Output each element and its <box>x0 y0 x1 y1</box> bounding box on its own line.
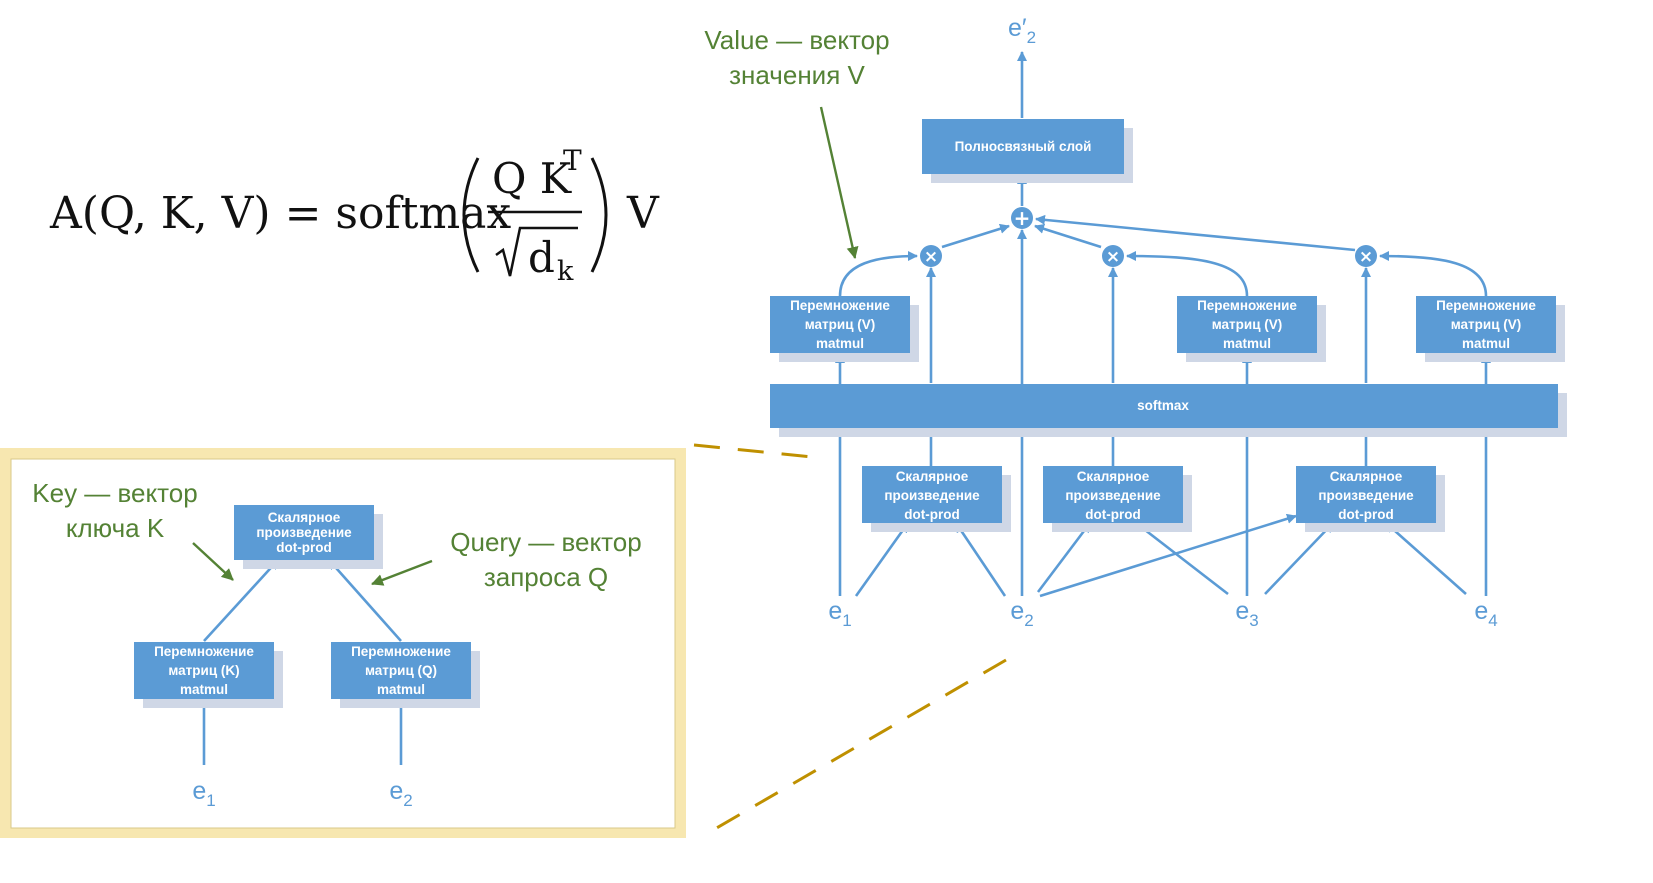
arrow-e1-dot1 <box>854 522 910 597</box>
arrow-e2-dot3 <box>1039 513 1297 598</box>
multiply-symbol-3: × <box>1359 247 1373 267</box>
multiply-symbol-1: × <box>924 247 938 267</box>
inset-query-matmul-line2: матриц (Q) <box>365 663 437 678</box>
inset-arrow-k-dot <box>203 559 279 642</box>
dot-prod-box-1 <box>862 466 1002 523</box>
arrow-e4-dot3 <box>1385 522 1467 595</box>
inset-panel: Скалярное произведение dot-prod Перемнож… <box>0 448 686 838</box>
dot-prod-2-line3: dot-prod <box>1085 507 1140 522</box>
inset-key-matmul-line3: matmul <box>180 682 228 697</box>
value-matmul-2-line3: matmul <box>1223 336 1271 351</box>
dot-prod-box-3 <box>1296 466 1436 523</box>
formula-numerator: Q K <box>492 154 573 203</box>
arrow-value3-mul3 <box>1379 251 1488 297</box>
value-matmul-2-line1: Перемножение <box>1197 298 1297 313</box>
value-matmul-3-line1: Перемножение <box>1436 298 1536 313</box>
inset-key-note-line1: Key — вектор <box>32 478 197 508</box>
multiply-operator-1 <box>920 245 942 267</box>
dot-prod-box-2 <box>1043 466 1183 523</box>
dot-prod-3-line1: Скалярное <box>1330 469 1403 484</box>
output-e2-prime: e′2 <box>1008 14 1036 47</box>
formula-denominator-sub: k <box>557 256 574 287</box>
arrow-mul3-plus <box>1035 214 1356 252</box>
multiply-symbol-2: × <box>1106 247 1120 267</box>
formula-right-paren <box>590 157 608 273</box>
dot-prod-2-line1: Скалярное <box>1077 469 1150 484</box>
inset-query-matmul-box <box>331 642 471 699</box>
inset-arrow-q-dot <box>328 559 402 642</box>
formula-sqrt <box>495 226 578 277</box>
arrow-e2-dot1 <box>954 522 1007 597</box>
formula-left-paren <box>462 157 480 273</box>
input-e2: e2 <box>1010 597 1033 630</box>
arrow-e3-dot3 <box>1264 522 1334 595</box>
main-boxes: Полносвязный слой softmax Перемножение м… <box>770 119 1567 532</box>
operators: + × × × <box>920 206 1377 267</box>
inset-input-e2: e2 <box>389 777 412 810</box>
plus-operator <box>1011 207 1033 229</box>
value-matmul-box-2 <box>1177 296 1317 353</box>
dot-prod-3-line2: произведение <box>1318 488 1414 503</box>
dot-prod-2-line2: произведение <box>1065 488 1161 503</box>
arrow-mul1-plus <box>941 223 1010 249</box>
dot-prod-1-line1: Скалярное <box>896 469 969 484</box>
zoom-dash-upper <box>693 443 823 460</box>
formula-rhs: V <box>626 188 660 239</box>
inset-query-note-line1: Query — вектор <box>450 527 641 557</box>
arrow-mul2-plus <box>1034 223 1102 249</box>
dot-prod-1-line3: dot-prod <box>904 507 959 522</box>
fc-layer-label: Полносвязный слой <box>955 139 1092 154</box>
fc-layer-box <box>922 119 1124 174</box>
value-matmul-1-line3: matmul <box>816 336 864 351</box>
input-e4: e4 <box>1474 597 1497 630</box>
value-matmul-2-line2: матриц (V) <box>1212 317 1283 332</box>
value-matmul-3-line3: matmul <box>1462 336 1510 351</box>
value-matmul-box-3 <box>1416 296 1556 353</box>
multiply-operator-2 <box>1102 245 1124 267</box>
inset-key-matmul-line1: Перемножение <box>154 644 254 659</box>
softmax-box <box>770 384 1558 428</box>
arrow-value2-mul2 <box>1126 251 1249 297</box>
value-note-line1: Value — вектор <box>704 25 889 55</box>
value-matmul-3-line2: матриц (V) <box>1451 317 1522 332</box>
formula-denominator: d <box>528 233 555 282</box>
dot-prod-3-line3: dot-prod <box>1338 507 1393 522</box>
attention-formula: A(Q, K, V) = softmax Q K T d k V <box>49 144 660 287</box>
inset-query-matmul-line1: Перемножение <box>351 644 451 659</box>
inset-input-e1: e1 <box>192 777 215 810</box>
formula-numerator-sup: T <box>563 144 582 177</box>
inset-key-matmul-line2: матриц (K) <box>168 663 239 678</box>
dot-prod-1-line2: произведение <box>884 488 980 503</box>
formula-lhs: A(Q, K, V) = softmax <box>49 188 511 239</box>
arrow-e2-dot2 <box>1036 522 1092 593</box>
zoom-dash-lower <box>707 658 1007 835</box>
arrow-value1-mul1 <box>838 251 918 297</box>
inset-dot-prod-line1: Скалярное <box>268 510 341 525</box>
plus-symbol: + <box>1014 206 1031 230</box>
inset-query-note-arrow <box>371 559 433 586</box>
inset-query-matmul-line3: matmul <box>377 682 425 697</box>
value-matmul-1-line1: Перемножение <box>790 298 890 313</box>
value-note-line2: значения V <box>729 60 865 90</box>
softmax-label: softmax <box>1137 398 1189 413</box>
inset-key-note-line2: ключа K <box>66 513 165 543</box>
value-note-arrow <box>819 106 859 259</box>
inset-key-matmul-box <box>134 642 274 699</box>
multiply-operator-3 <box>1355 245 1377 267</box>
input-e3: e3 <box>1235 597 1258 630</box>
inset-key-note-arrow <box>192 542 234 581</box>
value-matmul-box-1 <box>770 296 910 353</box>
inset-dot-prod-line2: произведение <box>256 525 352 540</box>
inset-dot-prod-box <box>234 505 374 560</box>
arrow-e3-dot2 <box>1135 521 1229 596</box>
value-matmul-1-line2: матриц (V) <box>805 317 876 332</box>
inset-dot-prod-line3: dot-prod <box>276 540 331 555</box>
inset-query-note-line2: запроса Q <box>484 562 608 592</box>
input-e1: e1 <box>828 597 851 630</box>
